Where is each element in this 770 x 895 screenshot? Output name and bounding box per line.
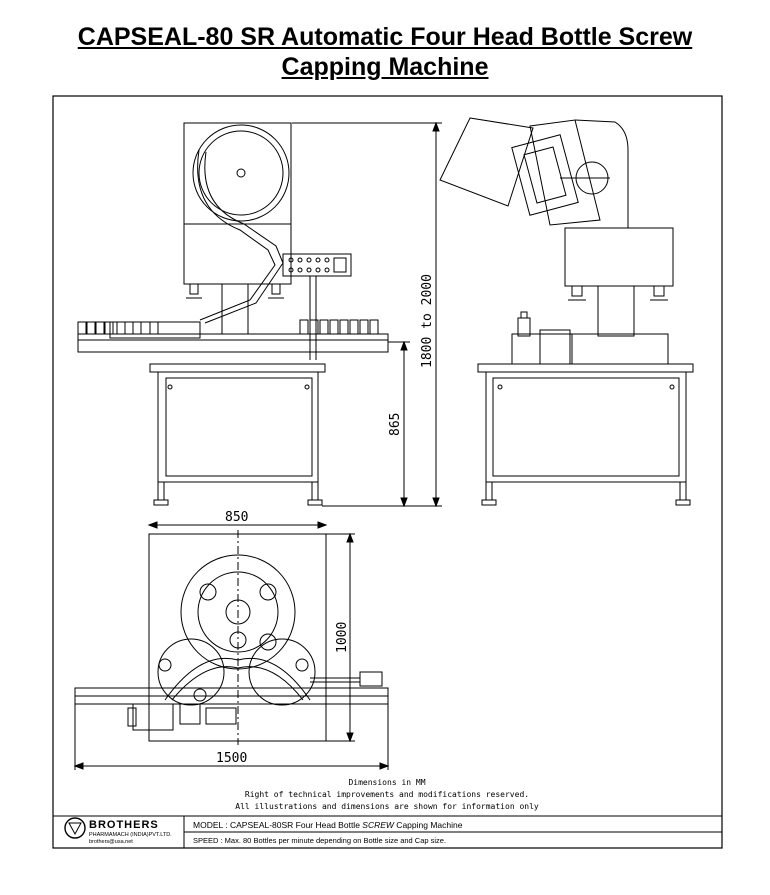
side-hopper	[439, 117, 534, 207]
front-dimension-lines	[292, 121, 442, 508]
company-subname: PHARMAMACH (INDIA)PVT.LTD.	[89, 832, 172, 838]
depth-1000-label: 1000	[335, 622, 350, 653]
height-range-label: 1800 to 2000	[420, 274, 435, 368]
note-rights: Right of technical improvements and modi…	[244, 790, 530, 799]
front-table	[157, 371, 319, 483]
title-line-2: Capping Machine	[281, 53, 489, 81]
note-dimensions: Dimensions in MM	[348, 778, 426, 787]
star-wheel-main	[180, 554, 296, 670]
width-850-label: 850	[225, 510, 248, 525]
top-view	[73, 521, 390, 770]
company-name: BROTHERS	[89, 819, 159, 831]
model-suffix: Capping Machine	[393, 820, 463, 830]
title-block	[53, 815, 722, 848]
model-line: MODEL : CAPSEAL-80SR Four Head Bottle SC…	[193, 820, 462, 830]
side-table	[485, 371, 687, 483]
conveyor	[77, 333, 389, 353]
note-illustrations: All illustrations and dimensions are sho…	[235, 802, 539, 811]
brothers-logo-icon	[64, 817, 86, 839]
front-view	[77, 122, 389, 506]
side-body	[564, 227, 674, 287]
table-height-label: 865	[388, 413, 403, 436]
model-prefix: MODEL : CAPSEAL-80SR Four Head Bottle	[193, 820, 363, 830]
side-view	[439, 117, 694, 506]
speed-line: SPEED : Max. 80 Bottles per minute depen…	[193, 836, 447, 845]
length-1500-label: 1500	[216, 751, 247, 766]
control-panel	[282, 253, 352, 277]
title-line-1: CAPSEAL-80 SR Automatic Four Head Bottle…	[77, 23, 693, 51]
model-italic: SCREW	[362, 820, 394, 830]
drawing-frame	[52, 95, 723, 849]
company-email: brothers@usa.net	[89, 839, 133, 845]
